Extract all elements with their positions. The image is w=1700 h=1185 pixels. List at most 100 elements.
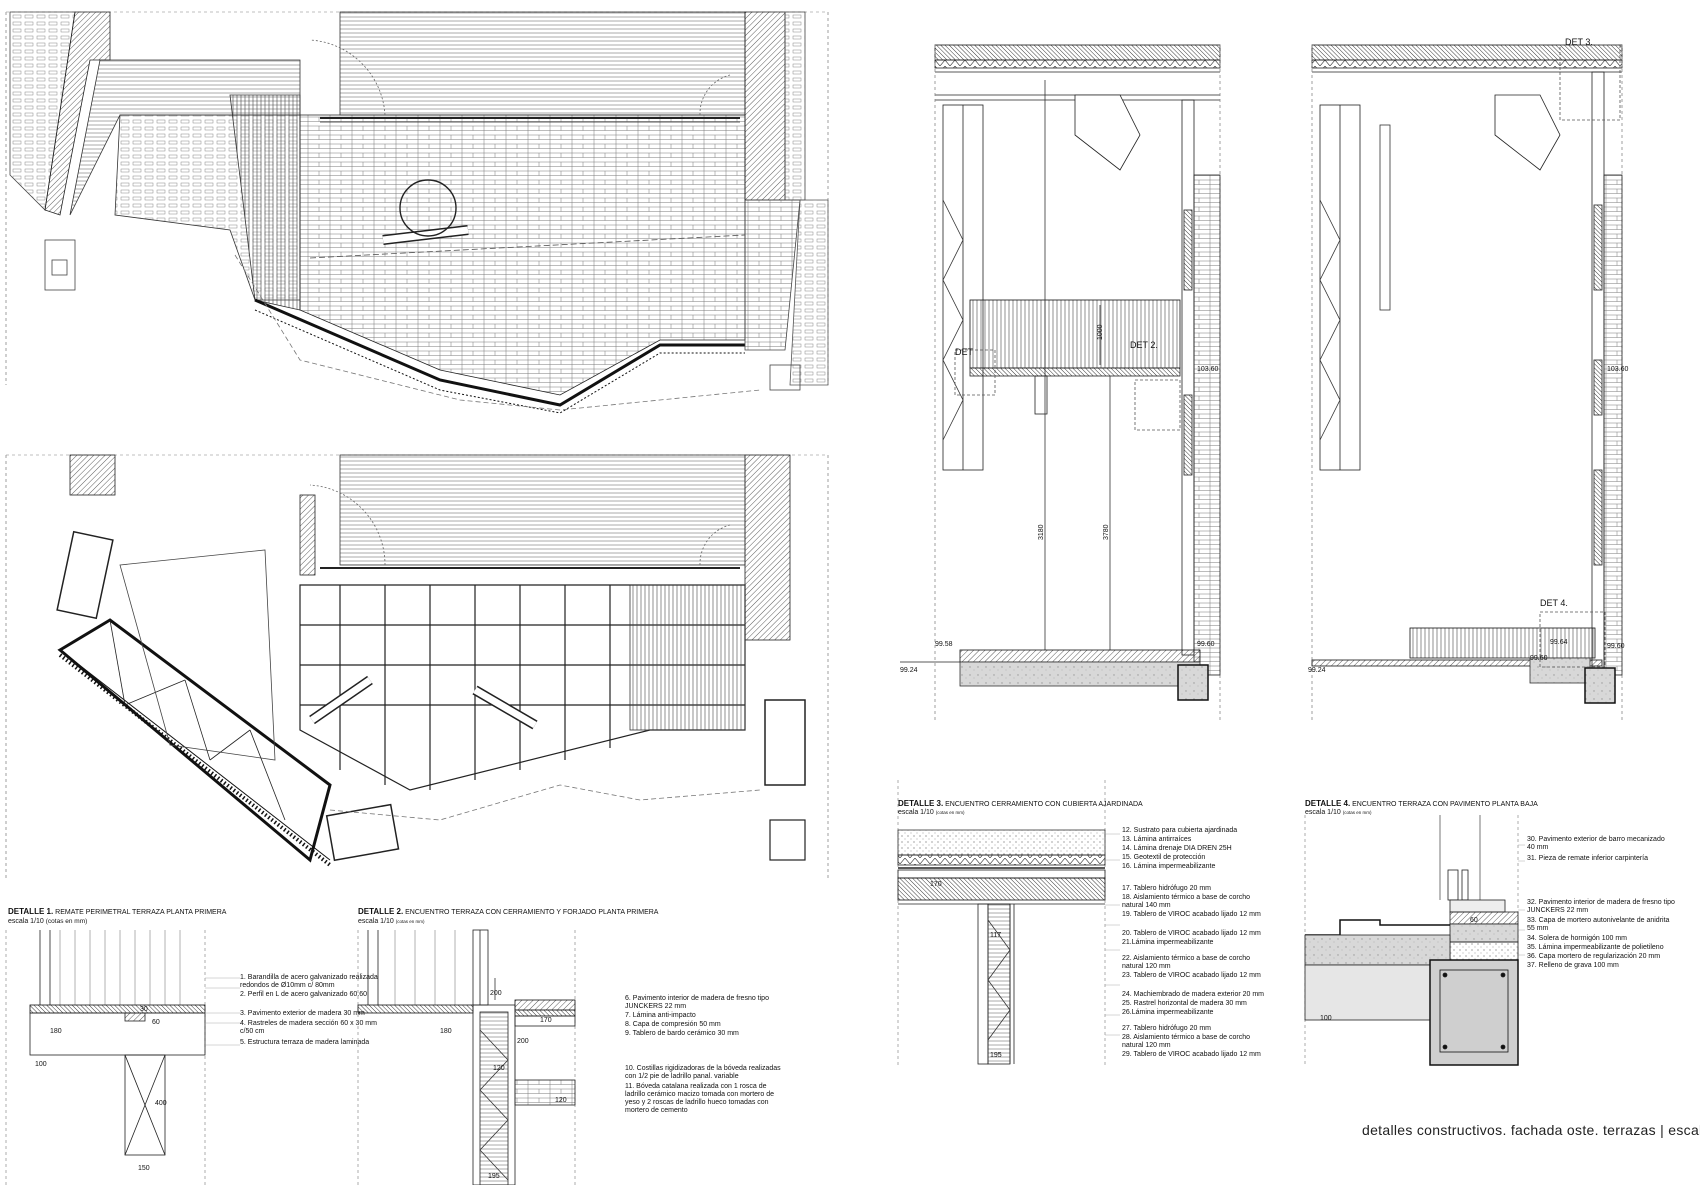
note: ladrillo cerámico macizo tomada con mort… [625, 1091, 774, 1098]
note: 8. Capa de compresión 50 mm [625, 1021, 721, 1028]
detalle-1-text: DETALLE 1. REMATE PERIMETRAL TERRAZA PLA… [8, 907, 378, 1172]
level-99-60: 99.60 [1197, 641, 1215, 648]
detalle-4-text: DETALLE 4. ENCUENTRO TERRAZA CON PAVIMEN… [1305, 799, 1675, 1022]
note: 28. Aislamiento térmico a base de corcho [1122, 1034, 1250, 1041]
dim: 30 [140, 1006, 148, 1013]
note: natural 120 mm [1122, 963, 1171, 970]
dim-3180: 3180 [1038, 524, 1045, 540]
note: 10. Costillas rigidizadoras de la bóveda… [625, 1065, 781, 1072]
dim: 170 [540, 1017, 552, 1024]
dim: 100 [1320, 1015, 1332, 1022]
dim: 100 [35, 1061, 47, 1068]
detalle-2-drawing [357, 929, 576, 1185]
note: JUNCKERS 22 mm [1527, 907, 1588, 914]
sheet-caption: detalles constructivos. fachada oste. te… [1362, 1122, 1700, 1138]
detalle-3-title-bold: DETALLE 3. [898, 799, 943, 808]
detalle-3-scale: escala 1/10 [898, 809, 934, 816]
note: 7. Lámina anti-impacto [625, 1012, 696, 1019]
note: 1. Barandilla de acero galvanizado reali… [240, 974, 378, 981]
note: 9. Tablero de bardo cerámico 30 mm [625, 1030, 739, 1037]
note: 35. Lámina impermeabilizante de polietil… [1527, 944, 1664, 951]
detalle-2-title: ENCUENTRO TERRAZA CON CERRAMIENTO Y FORJ… [405, 909, 659, 916]
level-99-24: 99.24 [900, 667, 918, 674]
note: 4. Rastreles de madera sección 60 x 30 m… [240, 1020, 377, 1027]
dim: 200 [490, 990, 502, 997]
detalle-4-scale: escala 1/10 [1305, 809, 1341, 816]
detalle-3-drawing [897, 780, 1120, 1065]
svg-text:DETALLE 4. ENCUENTRO TERRAZA C: DETALLE 4. ENCUENTRO TERRAZA CON PAVIMEN… [1305, 799, 1538, 808]
note: 12. Sustrato para cubierta ajardinada [1122, 827, 1237, 834]
dim: 120 [555, 1097, 567, 1104]
note: 33. Capa de mortero autonivelante de ani… [1527, 917, 1670, 924]
level-99-60-c: 99.60 [1607, 643, 1625, 650]
dim: 170 [930, 881, 942, 888]
note: con 1/2 pie de ladrillo panal. variable [625, 1073, 739, 1080]
note: natural 120 mm [1122, 1042, 1171, 1049]
note: 2. Perfil en L de acero galvanizado 60.6… [240, 991, 367, 998]
level-99-64: 99.64 [1550, 639, 1568, 646]
note: 11. Bóveda catalana realizada con 1 rosc… [625, 1083, 767, 1090]
detalle-1-drawing [5, 930, 240, 1185]
dim: 195 [488, 1173, 500, 1180]
dim: 120 [493, 1065, 505, 1072]
detalle-4-drawing [1304, 815, 1525, 1066]
dim: 400 [155, 1100, 167, 1107]
note: 19. Tablero de VIROC acabado lijado 12 m… [1122, 911, 1261, 918]
dim: 117 [990, 932, 1001, 939]
dim-3780: 3780 [1103, 524, 1110, 540]
note: JUNCKERS 22 mm [625, 1003, 686, 1010]
dim: 150 [138, 1165, 150, 1172]
plan-first-floor-structure [5, 454, 829, 880]
dim: 180 [50, 1028, 62, 1035]
note: 22. Aislamiento térmico a base de corcho [1122, 955, 1250, 962]
level-99-60-b: 99.60 [1530, 655, 1548, 662]
note: natural 140 mm [1122, 902, 1171, 909]
section-terrace-ground-floor [1311, 44, 1623, 720]
note: 20. Tablero de VIROC acabado lijado 12 m… [1122, 930, 1261, 937]
note: redondos de Ø10mm c/ 80mm [240, 982, 335, 989]
label-det: DET [955, 347, 974, 357]
svg-text:DETALLE 1. REMATE PERIMETRAL T: DETALLE 1. REMATE PERIMETRAL TERRAZA PLA… [8, 907, 227, 916]
note: 27. Tablero hidrófugo 20 mm [1122, 1025, 1211, 1032]
note: 34. Solera de hormigón 100 mm [1527, 935, 1627, 942]
note: 31. Pieza de remate inferior carpintería [1527, 855, 1648, 862]
note: 3. Pavimento exterior de madera 30 mm [240, 1010, 365, 1017]
note: 40 mm [1527, 844, 1549, 851]
svg-text:DETALLE 2. ENCUENTRO TERRAZA C: DETALLE 2. ENCUENTRO TERRAZA CON CERRAMI… [358, 907, 659, 916]
svg-text:escala 1/10 (cotas en mm): escala 1/10 (cotas en mm) [1305, 809, 1372, 816]
detalle-1-scale: escala 1/10 [8, 918, 44, 925]
note: 55 mm [1527, 925, 1549, 932]
note: 6. Pavimento interior de madera de fresn… [625, 995, 769, 1002]
note: 5. Estructura terraza de madera laminada [240, 1039, 369, 1046]
detalle-4-title-bold: DETALLE 4. [1305, 799, 1350, 808]
note: 13. Lámina antirraíces [1122, 836, 1192, 843]
level-99-58: 99.58 [935, 641, 953, 648]
label-det2: DET 2. [1130, 340, 1158, 350]
note: 26.Lámina impermeabilizante [1122, 1009, 1214, 1016]
note: 36. Capa mortero de regularización 20 mm [1527, 953, 1660, 960]
section-2-labels: DET 3. DET 4. 103.60 99.60 99.64 99.60 9… [1308, 37, 1629, 674]
dim: 60 [1470, 917, 1478, 924]
detalle-2-scale: escala 1/10 [358, 918, 394, 925]
label-det4: DET 4. [1540, 598, 1568, 608]
note: 18. Aislamiento térmico a base de corcho [1122, 894, 1250, 901]
label-det3: DET 3. [1565, 37, 1593, 47]
level-103-60-b: 103.60 [1607, 366, 1629, 373]
dim: 200 [517, 1038, 529, 1045]
detalle-4-scale-note: (cotas en mm) [1343, 810, 1372, 815]
note: 14. Lámina drenaje DIA DREN 25H [1122, 845, 1232, 852]
detalle-3-scale-note: (cotas en mm) [936, 810, 965, 815]
svg-text:DETALLE 3. ENCUENTRO CERRAMIEN: DETALLE 3. ENCUENTRO CERRAMIENTO CON CUB… [898, 799, 1143, 808]
note: 23. Tablero de VIROC acabado lijado 12 m… [1122, 972, 1261, 979]
detalle-1-scale-note: (cotas en mm) [46, 918, 88, 925]
svg-text:escala 1/10 (cotas en mm): escala 1/10 (cotas en mm) [358, 918, 425, 925]
note: 16. Lámina impermeabilizante [1122, 863, 1215, 870]
detalle-3-text: DETALLE 3. ENCUENTRO CERRAMIENTO CON CUB… [898, 799, 1264, 1059]
detalle-3-title: ENCUENTRO CERRAMIENTO CON CUBIERTA AJARD… [945, 801, 1143, 808]
note: 21.Lámina impermeabilizante [1122, 939, 1214, 946]
note: 32. Pavimento interior de madera de fres… [1527, 899, 1675, 906]
note: 29. Tablero de VIROC acabado lijado 12 m… [1122, 1051, 1261, 1058]
plan-first-floor-top [5, 11, 829, 414]
dim: 180 [440, 1028, 452, 1035]
